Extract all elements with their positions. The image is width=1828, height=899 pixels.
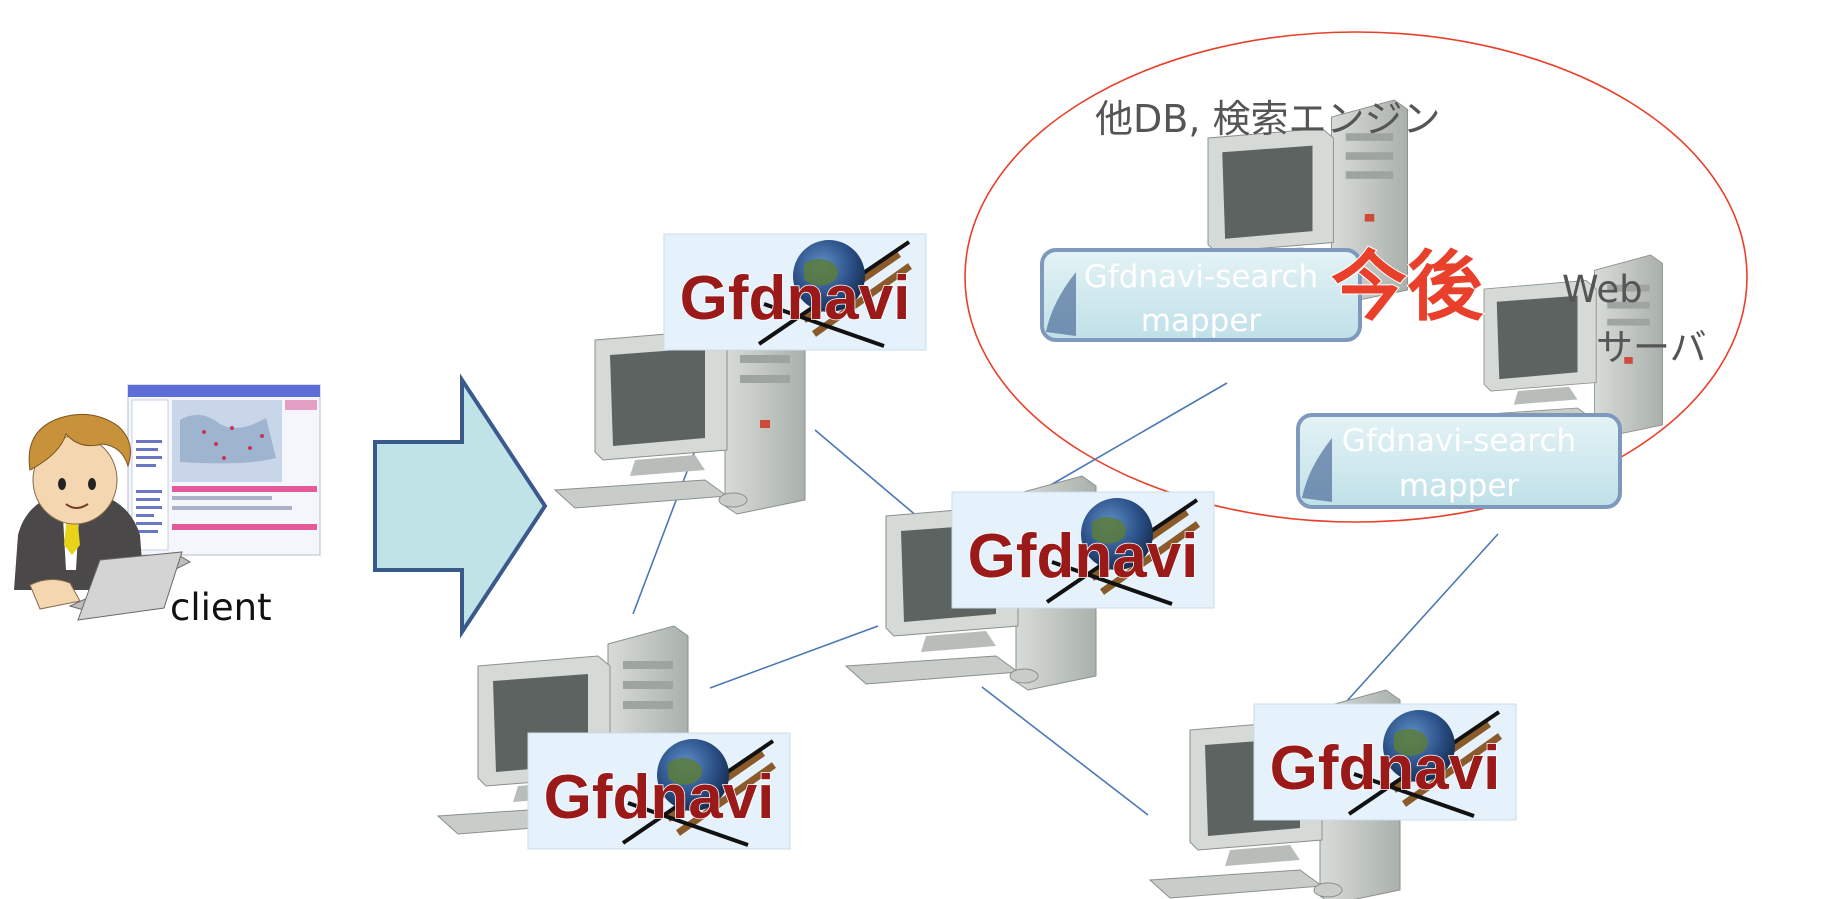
client-label: client <box>170 586 272 629</box>
future-label: 今後 <box>1331 242 1484 331</box>
gfdnavi-logo: Gfdnavi <box>952 492 1214 608</box>
mapper-box <box>1040 248 1362 342</box>
client-figure: client <box>14 384 321 629</box>
connector-line <box>981 686 1149 816</box>
person-icon <box>14 413 192 621</box>
gfdnavi-logo-text: Gfdnavi <box>968 522 1199 591</box>
gfdnavi-logo-text: Gfdnavi <box>1270 734 1501 803</box>
gfdnavi-node: Gfdnavi <box>554 234 926 515</box>
other-db-label: 他DB, 検索エンジン <box>1095 97 1441 141</box>
connector-line <box>709 625 879 689</box>
web-server: Web サーバ Gfdnavi-search mapper <box>1296 254 1707 509</box>
gfdnavi-logo-text: Gfdnavi <box>544 763 775 832</box>
gfdnavi-node: Gfdnavi <box>1149 689 1516 899</box>
mapper-label-line1: Gfdnavi-search <box>1342 423 1576 459</box>
web-label-line2: サーバ <box>1596 326 1707 369</box>
web-label-line1: Web <box>1562 268 1643 311</box>
gfdnavi-logo: Gfdnavi <box>1254 704 1516 820</box>
other-db-server: 他DB, 検索エンジン Gfdnavi-search mapper <box>1040 97 1441 342</box>
mapper-box <box>1296 413 1622 509</box>
connector-lines <box>632 382 1499 816</box>
mapper-label-line1: Gfdnavi-search <box>1084 259 1318 295</box>
connector-line <box>1345 533 1499 703</box>
gfdnavi-node: Gfdnavi <box>845 475 1214 691</box>
gfdnavi-node: Gfdnavi <box>437 625 790 849</box>
connector-line <box>632 444 698 615</box>
connector-line <box>814 429 926 524</box>
gfdnavi-logo: Gfdnavi <box>528 733 790 849</box>
browser-thumbnail <box>127 384 321 556</box>
future-zone-ellipse <box>964 31 1748 523</box>
gfdnavi-logo: Gfdnavi <box>664 234 926 350</box>
connector-line <box>1041 382 1228 491</box>
mapper-label-line2: mapper <box>1399 468 1520 504</box>
mapper-label-line2: mapper <box>1141 303 1262 339</box>
arrow-right-icon <box>373 373 548 639</box>
gfdnavi-logo-text: Gfdnavi <box>680 264 911 333</box>
